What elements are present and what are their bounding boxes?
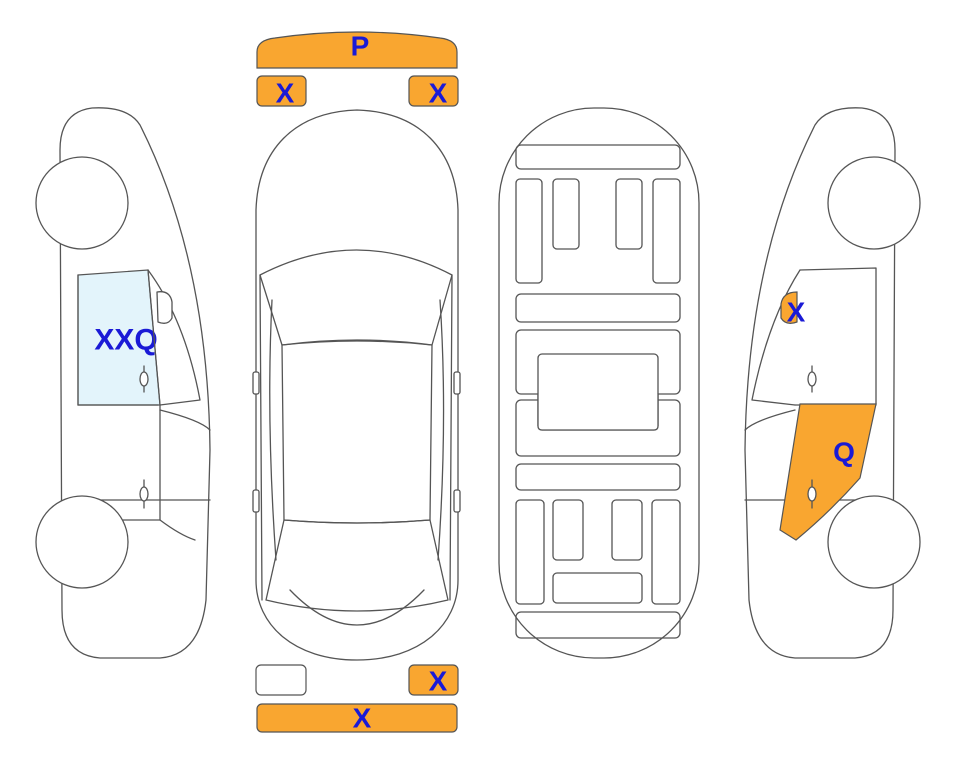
- left-front-wheel: [35, 156, 129, 250]
- rear-left-light-part[interactable]: [255, 664, 307, 696]
- floor-panel: [652, 178, 681, 284]
- left-side-door-line: [77, 274, 159, 406]
- right-front-wheel: [827, 156, 921, 250]
- top-view-right-handle: [453, 489, 461, 513]
- right-side-window-frame: [751, 269, 801, 406]
- right-rear-door-part[interactable]: [779, 403, 877, 541]
- top-view-right-side: [449, 274, 453, 601]
- left-side-pillar: [147, 269, 161, 521]
- front-left-light-part[interactable]: [256, 75, 307, 107]
- front-parts: P X X: [256, 31, 459, 109]
- top-view-left-inner: [269, 299, 277, 561]
- floor-panel: [515, 499, 545, 605]
- left-side-door-edge: [159, 409, 211, 541]
- top-view-left-side: [259, 274, 263, 601]
- floor-panel: [611, 499, 643, 561]
- rear-bumper-code: X: [353, 703, 372, 734]
- rear-right-light-part[interactable]: [408, 664, 459, 696]
- car-floor-view: [498, 107, 700, 659]
- right-mirror-part[interactable]: [780, 291, 798, 324]
- right-rear-wheel: [827, 495, 921, 589]
- top-view-left-handle: [252, 489, 260, 513]
- car-left-side-view: XXQ: [35, 107, 211, 659]
- floor-panel: [515, 144, 681, 170]
- floor-panel: [552, 572, 643, 604]
- floor-panel: [552, 499, 584, 561]
- front-left-light-code: X: [276, 78, 295, 109]
- left-front-handle: [139, 365, 149, 393]
- floor-center-panel-cover: [538, 394, 658, 430]
- right-side-door-edge: [744, 409, 796, 431]
- rear-right-light-code: X: [429, 666, 448, 697]
- car-right-side-view: Q X: [744, 107, 921, 659]
- right-front-handle: [807, 365, 817, 393]
- top-view-right-inner: [437, 299, 445, 561]
- floor-panel: [515, 293, 681, 323]
- front-right-light-code: X: [429, 78, 448, 109]
- left-side-window-frame: [147, 269, 201, 406]
- right-mirror-code: X: [787, 297, 806, 328]
- top-view-trunk-line: [289, 589, 425, 626]
- left-mirror[interactable]: [156, 291, 173, 324]
- rear-bumper-part[interactable]: [256, 703, 458, 733]
- front-bumper-part[interactable]: [256, 31, 458, 69]
- floor-panel: [515, 463, 681, 491]
- top-view-right-mirror: [453, 371, 461, 395]
- front-right-light-part[interactable]: [408, 75, 459, 107]
- left-front-window-code: XXQ: [94, 324, 157, 357]
- floor-panel: [515, 178, 543, 284]
- top-view-left-mirror: [252, 371, 260, 395]
- right-rear-handle: [807, 479, 817, 509]
- floor-center-panel-edge: [537, 393, 659, 431]
- floor-panel: [615, 178, 643, 250]
- right-rear-door-code: Q: [833, 437, 855, 468]
- floor-panel: [552, 178, 580, 250]
- left-rear-wheel: [35, 495, 129, 589]
- top-view-body: [255, 109, 459, 661]
- rear-parts: X X: [255, 664, 459, 734]
- floor-panel: [515, 611, 681, 639]
- front-bumper-code: P: [351, 31, 370, 62]
- floor-panel: [651, 499, 681, 605]
- left-rear-handle: [139, 479, 149, 509]
- car-top-view: [252, 109, 461, 661]
